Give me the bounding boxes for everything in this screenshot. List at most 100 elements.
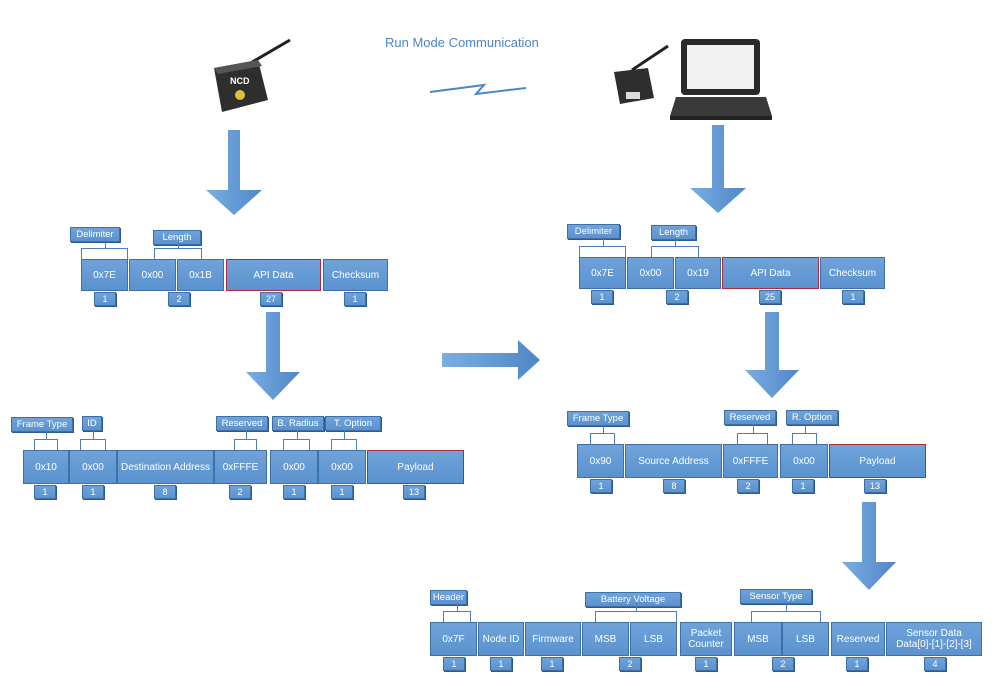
bracket-stem: [675, 237, 676, 247]
rx-api-field: Payload: [829, 444, 926, 478]
tx-api-field-size: 1: [82, 485, 104, 499]
rx-frame-field: Checksum: [820, 257, 885, 289]
rx-api-field: 0xFFFE: [723, 444, 778, 478]
rx-api-field-size: 1: [590, 479, 612, 493]
payload-group-label: Header: [430, 590, 467, 605]
rx-api-group-label: Reserved: [724, 410, 776, 425]
rx-frame-group-label: Length: [651, 225, 696, 240]
down-arrow: [842, 502, 896, 590]
down-arrow: [690, 125, 746, 213]
payload-field-size: 1: [541, 657, 563, 671]
tx-frame-field: 0x7E: [81, 259, 128, 291]
tx-frame-field-size: 27: [260, 292, 282, 306]
bracket-stem: [804, 424, 806, 434]
rx-frame-field-size: 2: [666, 290, 688, 304]
tx-api-field-size: 1: [283, 485, 305, 499]
group-bracket: [443, 602, 471, 622]
payload-group-label: Sensor Type: [740, 589, 812, 604]
tx-api-field: 0x00: [270, 450, 318, 484]
group-bracket: [283, 430, 310, 450]
bracket-stem: [752, 424, 754, 434]
rx-frame-field: 0x19: [675, 257, 721, 289]
group-bracket: [234, 430, 257, 450]
tx-api-field: 0x10: [23, 450, 69, 484]
rx-frame-group-label: Delimiter: [567, 224, 620, 239]
tx-api-field-size: 2: [229, 485, 251, 499]
payload-field: 0x7F: [430, 622, 477, 656]
diagram-title: Run Mode Communication: [385, 35, 539, 50]
group-bracket: [80, 430, 106, 450]
group-bracket: [651, 237, 699, 257]
sensor-device-icon: NCD: [214, 38, 291, 112]
tx-frame-field: 0x1B: [177, 259, 224, 291]
tx-api-field-size: 1: [34, 485, 56, 499]
down-arrow: [246, 312, 300, 400]
group-bracket: [34, 430, 58, 450]
bracket-stem: [602, 424, 604, 434]
payload-field: Packet Counter: [680, 622, 732, 656]
bracket-stem: [636, 602, 637, 612]
payload-group-label: Battery Voltage: [585, 592, 681, 607]
gateway-laptop-icon: [614, 39, 772, 120]
rx-api-field: Source Address: [625, 444, 722, 478]
bracket-stem: [296, 430, 298, 440]
group-bracket: [595, 602, 677, 622]
tx-api-group-label: T. Option: [325, 416, 381, 431]
tx-api-field: 0xFFFE: [214, 450, 267, 484]
rx-frame-field-size: 1: [842, 290, 864, 304]
tx-frame-field: Checksum: [323, 259, 388, 291]
payload-field: MSB: [582, 622, 629, 656]
tx-api-field-size: 8: [154, 485, 176, 499]
rx-frame-field-size: 1: [591, 290, 613, 304]
bracket-stem: [46, 430, 47, 440]
payload-field: LSB: [782, 622, 829, 656]
rx-api-group-label: Frame Type: [567, 411, 629, 426]
tx-api-group-label: Reserved: [216, 416, 268, 431]
tx-api-field: Payload: [367, 450, 464, 484]
rx-api-field-size: 8: [663, 479, 685, 493]
rx-frame-field: API Data: [722, 257, 819, 289]
group-bracket: [154, 239, 202, 259]
bracket-stem: [344, 430, 345, 440]
tx-frame-group-label: Length: [153, 230, 201, 245]
tx-frame-field-size: 1: [344, 292, 366, 306]
tx-api-group-label: ID: [82, 416, 102, 431]
wireless-bolt-icon: [429, 83, 527, 96]
payload-field-size: 2: [619, 657, 641, 671]
payload-field: Firmware: [525, 622, 581, 656]
payload-field-size: 1: [490, 657, 512, 671]
tx-api-field: Destination Address: [117, 450, 214, 484]
svg-text:NCD: NCD: [230, 76, 250, 86]
tx-frame-group-label: Delimiter: [70, 227, 120, 242]
rx-api-group-label: R. Option: [786, 410, 838, 425]
payload-field-size: 2: [772, 657, 794, 671]
bracket-stem: [93, 430, 94, 440]
rx-api-field-size: 1: [792, 479, 814, 493]
right-arrow: [442, 340, 540, 380]
down-arrow: [745, 312, 799, 398]
tx-api-group-label: Frame Type: [11, 417, 73, 432]
rx-frame-field: 0x00: [627, 257, 674, 289]
tx-frame-field: API Data: [226, 259, 321, 291]
bracket-stem: [602, 237, 604, 247]
rx-api-field-size: 2: [737, 479, 759, 493]
group-bracket: [579, 237, 626, 257]
payload-field: Reserved: [831, 622, 885, 656]
rx-api-field: 0x90: [577, 444, 624, 478]
rx-frame-field: 0x7E: [579, 257, 626, 289]
tx-api-group-label: B. Radius: [272, 416, 324, 431]
tx-api-field-size: 1: [331, 485, 353, 499]
bracket-stem: [457, 602, 458, 612]
payload-field-size: 4: [924, 657, 946, 671]
payload-field-size: 1: [695, 657, 717, 671]
group-bracket: [331, 430, 357, 450]
tx-api-field: 0x00: [69, 450, 117, 484]
payload-field: LSB: [630, 622, 677, 656]
tx-api-field: 0x00: [318, 450, 366, 484]
tx-frame-field-size: 2: [168, 292, 190, 306]
payload-field-size: 1: [443, 657, 465, 671]
bracket-stem: [786, 602, 787, 612]
payload-field: MSB: [734, 622, 782, 656]
